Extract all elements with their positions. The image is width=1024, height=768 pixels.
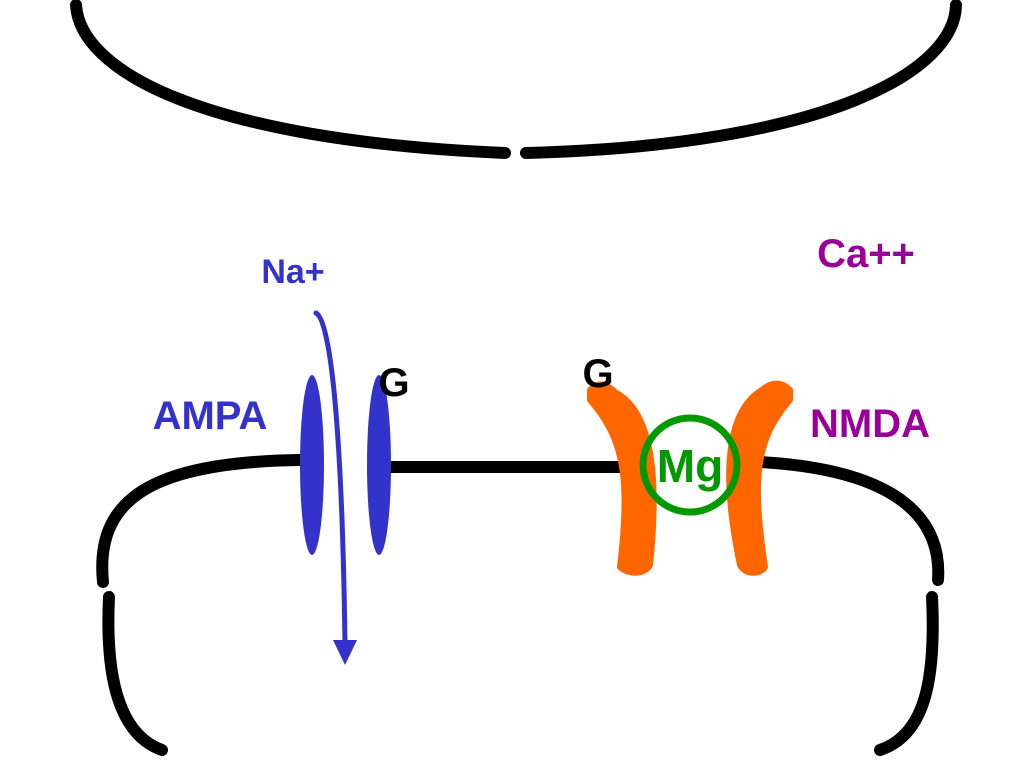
postsynaptic-membrane-left-lower bbox=[102, 591, 168, 756]
ampa-label: AMPA bbox=[153, 394, 268, 438]
magnesium-block-ring bbox=[639, 414, 741, 516]
ampa-subunit-left bbox=[300, 375, 324, 555]
presynaptic-membrane-right bbox=[520, 0, 962, 159]
presynaptic-membrane bbox=[70, 0, 962, 159]
sodium-influx-arrow bbox=[313, 310, 357, 665]
postsynaptic-membrane bbox=[96, 454, 945, 756]
sodium-arrow-head bbox=[333, 640, 357, 665]
presynaptic-membrane-left bbox=[70, 0, 511, 159]
nmda-subunit-right bbox=[726, 380, 793, 576]
postsynaptic-membrane-right-curve bbox=[754, 456, 945, 586]
ampa-subunit-right bbox=[367, 375, 391, 555]
sodium-arrow-shaft bbox=[313, 310, 348, 648]
nmda-subunit-left bbox=[587, 381, 657, 576]
ampa-receptor bbox=[300, 375, 391, 555]
calcium-label: Ca++ bbox=[817, 232, 915, 276]
postsynaptic-membrane-right-lower bbox=[874, 591, 939, 756]
nmda-receptor bbox=[587, 380, 793, 576]
glutamate-nmda-label: G bbox=[582, 352, 613, 396]
postsynaptic-membrane-left-curve bbox=[96, 454, 306, 588]
glutamate-ampa-label: G bbox=[378, 361, 409, 405]
nmda-label: NMDA bbox=[810, 402, 930, 446]
magnesium-label: Mg bbox=[657, 440, 723, 492]
sodium-label: Na+ bbox=[261, 253, 324, 291]
